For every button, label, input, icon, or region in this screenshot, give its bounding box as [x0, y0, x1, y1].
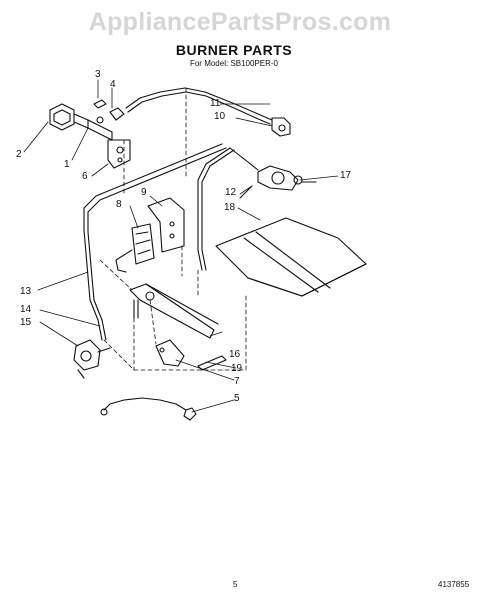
part-valve-bracket: [87, 119, 131, 169]
callout-18: 18: [224, 202, 236, 213]
part-regulator-15: [73, 339, 111, 379]
part-burner-16: [129, 283, 219, 339]
leader-lines: [23, 79, 339, 413]
callout-12: 12: [225, 187, 237, 198]
part-burner-tube-long: [83, 143, 259, 341]
callout-6: 6: [82, 171, 88, 182]
assembly-lines: [99, 87, 247, 371]
part-fittings: [93, 99, 125, 124]
callout-14: 14: [20, 304, 32, 315]
diagram-subtitle: For Model: SB100PER-0: [189, 59, 279, 68]
callout-13: 13: [20, 286, 32, 297]
part-valve-body: [49, 103, 89, 131]
callout-15: 15: [20, 317, 32, 328]
callout-1: 1: [64, 159, 70, 170]
callout-7: 7: [234, 376, 240, 387]
callout-11: 11: [210, 98, 221, 109]
callout-4: 4: [110, 79, 116, 90]
callout-8: 8: [116, 199, 122, 210]
part-igniter-8: [115, 223, 155, 273]
callout-16: 16: [229, 349, 241, 360]
part-bracket-9: [147, 197, 185, 253]
callout-9: 9: [141, 187, 147, 198]
part-gas-tube-top: [125, 87, 273, 121]
diagram-title: BURNER PARTS: [175, 42, 293, 58]
callout-10: 10: [214, 111, 226, 122]
page-number: 5: [233, 580, 238, 589]
part-burner-baffle-18: [215, 217, 367, 297]
part-igniter-bracket-7: [155, 339, 185, 367]
callout-2: 2: [16, 149, 22, 160]
callout-5: 5: [234, 393, 240, 404]
part-gas-tube-top-inner: [127, 91, 271, 125]
part-tube-fitting-10: [271, 117, 291, 137]
callout-17: 17: [340, 170, 352, 181]
callout-3: 3: [95, 69, 101, 80]
watermark-logo: AppliancePartsPros.com: [88, 8, 392, 36]
document-number: 4137855: [438, 580, 470, 589]
callout-19: 19: [231, 363, 243, 374]
part-thermocouple-5: [100, 397, 197, 421]
part-orifice-17: [239, 165, 317, 199]
